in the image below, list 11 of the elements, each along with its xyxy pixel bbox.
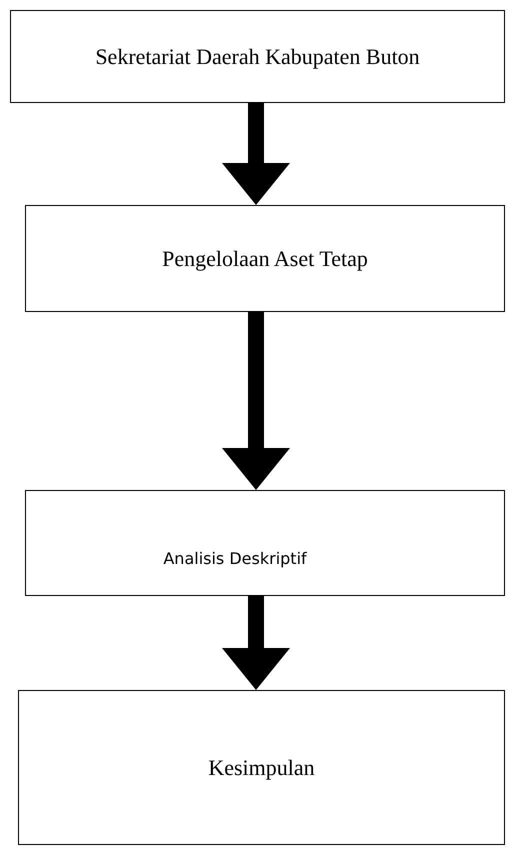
box-label: Kesimpulan (208, 754, 315, 780)
arrow (222, 312, 290, 490)
box-label: Pengelolaan Aset Tetap (162, 246, 368, 272)
box-label: Sekretariat Daerah Kabupaten Buton (95, 44, 420, 70)
box-label: Analisis Deskriptif (163, 548, 307, 568)
process-box (18, 690, 505, 845)
arrow (222, 103, 290, 205)
process-box (25, 205, 505, 312)
process-box (25, 490, 505, 596)
process-box (10, 10, 505, 103)
arrow (222, 596, 290, 690)
